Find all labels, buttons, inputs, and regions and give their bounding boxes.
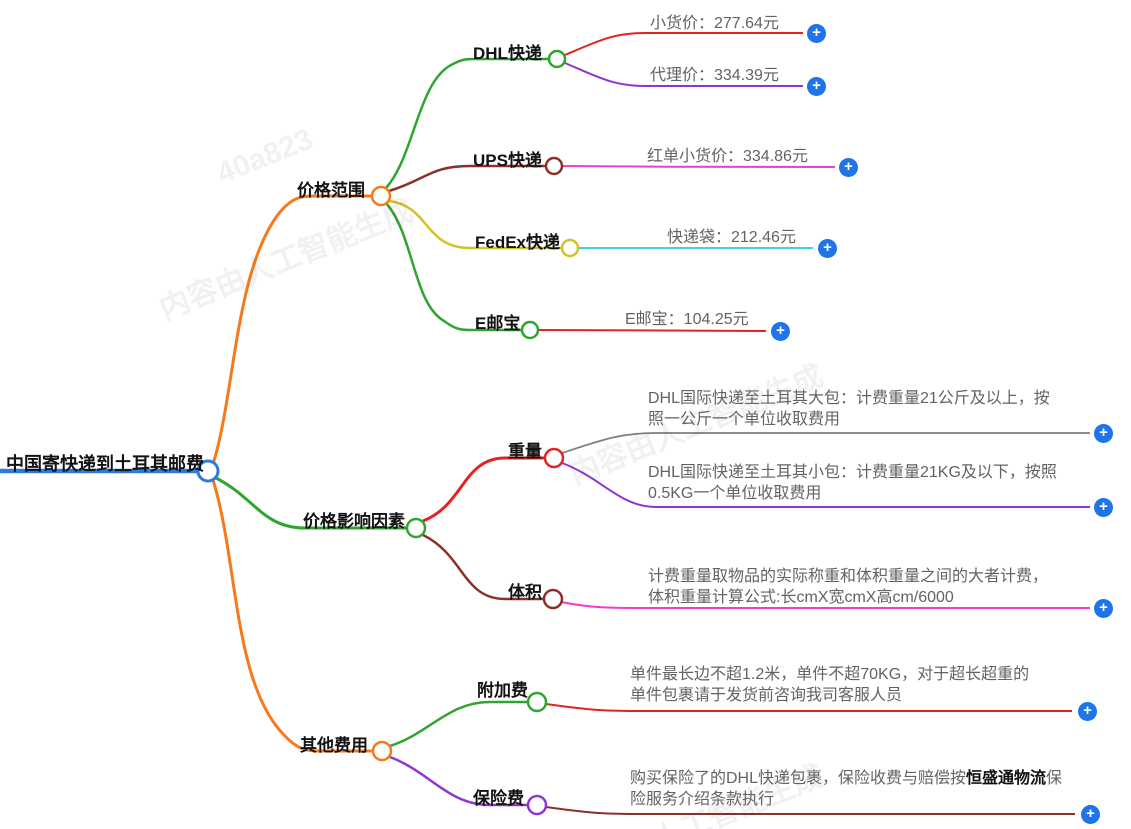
leaf-insurance-rule[interactable]: 购买保险了的DHL快递包裹，保险收费与赔偿按恒盛通物流保险服务介绍条款执行 — [630, 768, 1066, 810]
expand-button-volume[interactable]: + — [1094, 599, 1113, 618]
other-fees-circle[interactable] — [371, 740, 393, 762]
branch-line-price-range — [211, 194, 372, 465]
insurance-circle[interactable] — [526, 794, 548, 816]
expand-button-insurance[interactable]: + — [1081, 805, 1100, 824]
leaf-line-dhl-agent — [564, 62, 803, 87]
expand-button-weight-small[interactable]: + — [1094, 498, 1113, 517]
node-label-volume[interactable]: 体积 — [508, 583, 542, 602]
node-label-weight[interactable]: 重量 — [508, 442, 542, 461]
leaf-line-weight-small — [561, 462, 1090, 508]
expand-button-fedex-bag[interactable]: + — [818, 239, 837, 258]
leaf-line-surcharge-rule — [545, 703, 1072, 712]
node-label-fedex[interactable]: FedEx快递 — [475, 233, 561, 252]
branch-line-insurance — [389, 755, 528, 807]
branch-line-surcharge — [389, 700, 528, 748]
node-label-eub[interactable]: E邮宝 — [475, 314, 521, 333]
leaf-line-volume-rule — [560, 601, 1090, 609]
leaf-line-weight-big — [561, 432, 1090, 454]
weight-circle[interactable] — [543, 447, 565, 469]
node-label-surcharge[interactable]: 附加费 — [477, 681, 528, 700]
leaf-fedex-bag-price[interactable]: 快递袋：212.46元 — [667, 229, 796, 246]
leaf-dhl-small-price[interactable]: 小货价：277.64元 — [650, 15, 779, 32]
leaf-line-dhl-small — [564, 32, 803, 56]
node-label-insurance[interactable]: 保险费 — [473, 789, 524, 808]
volume-circle[interactable] — [542, 588, 564, 610]
root-node-circle[interactable] — [196, 459, 220, 483]
leaf-surcharge-rule[interactable]: 单件最长边不超1.2米，单件不超70KG，对于超长超重的单件包裹请于发货前咨询我… — [630, 666, 1030, 704]
expand-button-ups-red[interactable]: + — [839, 158, 858, 177]
node-label-price-factors[interactable]: 价格影响因素 — [303, 512, 405, 531]
node-label-ups[interactable]: UPS快递 — [473, 151, 542, 170]
ups-circle[interactable] — [544, 156, 564, 176]
leaf-line-ups-red — [561, 165, 836, 168]
expand-button-weight-big[interactable]: + — [1094, 424, 1113, 443]
node-label-other-fees[interactable]: 其他费用 — [300, 736, 368, 755]
surcharge-circle[interactable] — [526, 691, 548, 713]
leaf-insurance-rule-company: 恒盛通物流 — [966, 770, 1047, 787]
node-label-price-range[interactable]: 价格范围 — [297, 181, 365, 200]
leaf-line-insurance-rule — [545, 806, 1075, 815]
eub-circle[interactable] — [520, 320, 540, 340]
expand-button-surcharge[interactable]: + — [1078, 702, 1097, 721]
expand-button-dhl-agent[interactable]: + — [807, 77, 826, 96]
expand-button-eub[interactable]: + — [771, 322, 790, 341]
branch-line-ups — [388, 164, 546, 193]
leaf-line-eub-price — [537, 329, 767, 332]
root-node-label[interactable]: 中国寄快递到土耳其邮费 — [6, 454, 204, 474]
leaf-volume-rule[interactable]: 计费重量取物品的实际称重和体积重量之间的大者计费，体积重量计算公式:长cmX宽c… — [648, 568, 1049, 606]
price-factors-circle[interactable] — [405, 517, 427, 539]
branch-line-weight — [422, 456, 545, 523]
dhl-circle[interactable] — [547, 49, 567, 69]
branch-line-eub — [385, 202, 522, 332]
price-range-circle[interactable] — [370, 185, 392, 207]
leaf-weight-small-rule[interactable]: DHL国际快递至土耳其小包：计费重量21KG及以下，按照0.5KG一个单位收取费… — [648, 464, 1057, 502]
branch-line-fedex — [388, 199, 562, 250]
expand-button-dhl-small[interactable]: + — [807, 24, 826, 43]
branch-line-other-fees — [211, 479, 373, 753]
leaf-weight-big-rule[interactable]: DHL国际快递至土耳其大包：计费重量21公斤及以上，按照一公斤一个单位收取费用 — [648, 390, 1050, 428]
leaf-eub-price[interactable]: E邮宝：104.25元 — [625, 311, 749, 328]
node-label-dhl[interactable]: DHL快递 — [473, 44, 542, 63]
leaf-ups-red-price[interactable]: 红单小货价：334.86元 — [647, 148, 808, 165]
fedex-circle[interactable] — [560, 238, 580, 258]
leaf-insurance-rule-after: 保险服务介绍条款执行 — [630, 770, 1063, 808]
leaf-insurance-rule-before: 购买保险了的DHL快递包裹，保险收费与赔偿按 — [630, 770, 967, 787]
branch-line-dhl — [385, 57, 549, 189]
branch-line-volume — [422, 533, 544, 601]
branch-line-price-factors — [215, 476, 407, 530]
leaf-dhl-agent-price[interactable]: 代理价：334.39元 — [650, 67, 779, 84]
